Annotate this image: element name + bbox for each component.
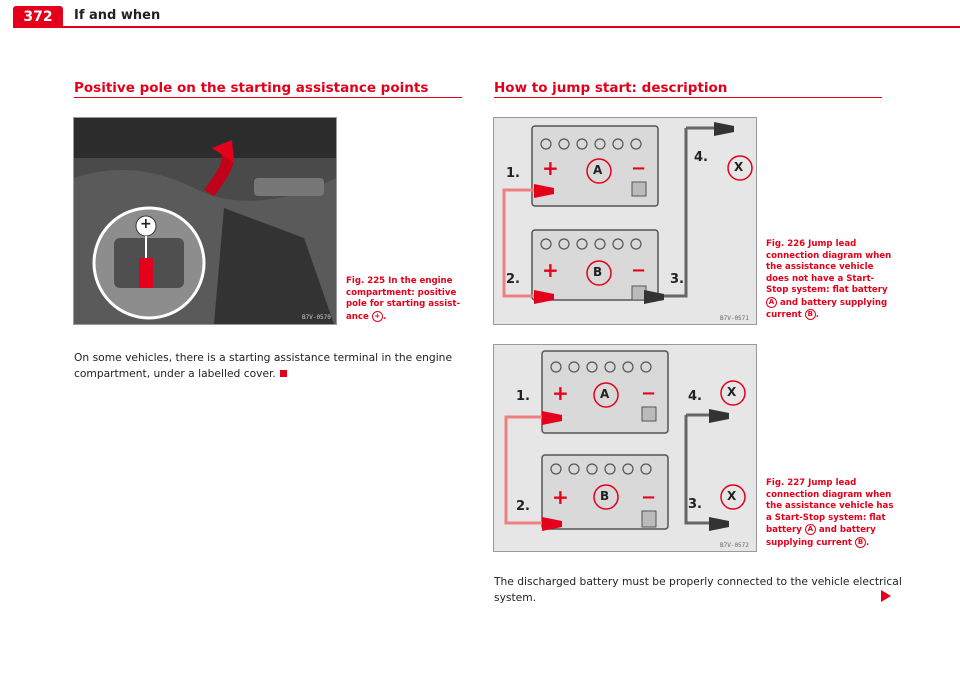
section-rule-right [494, 97, 882, 98]
caption-line: and battery supplying [777, 297, 888, 308]
right-body-paragraph: The discharged battery must be properly … [494, 574, 902, 606]
step-3-label: 3. [688, 497, 702, 512]
diagram-227-graphic [504, 350, 746, 531]
body-line: system. [494, 591, 537, 604]
plus-sign-label: + [140, 216, 152, 232]
caption-line: ance [346, 311, 369, 322]
figure-225-caption: Fig. 225 In the engine compartment: posi… [346, 276, 461, 322]
caption-line: a Start-Stop system: flat [766, 512, 886, 523]
figure-227-caption: Fig. 227 Jump lead connection diagram wh… [766, 478, 894, 548]
battery-a-badge: A [766, 296, 777, 308]
battery-a-badge: A [804, 524, 816, 535]
battery-b-label: B [600, 489, 610, 503]
caption-line: does not have a Start- [766, 273, 875, 284]
figure-code: B7V-0571 [720, 315, 749, 322]
body-line: compartment, under a labelled cover. [74, 367, 276, 380]
body-line: On some vehicles, there is a starting as… [74, 351, 453, 364]
caption-line: and battery [815, 525, 876, 535]
caption-line: Fig. 226 Jump lead [766, 239, 857, 249]
step-4-label: 4. [694, 150, 708, 165]
caption-line: connection diagram when [766, 250, 892, 261]
negative-terminal-label: − [631, 260, 647, 281]
caption-line: pole for starting assist- [346, 299, 461, 309]
figure-226-caption: Fig. 226 Jump lead connection diagram wh… [766, 239, 892, 320]
positive-terminal-label: + [552, 381, 569, 405]
positive-terminal-label: + [552, 485, 569, 509]
diagram-226-graphic [502, 122, 753, 304]
jump-lead-diagram-227: + + − − A B X X 1. 2. 3. 4. B7V-0572 [493, 344, 757, 552]
header-rule [13, 26, 960, 28]
battery-b-label: B [593, 265, 603, 279]
caption-line: compartment: positive [346, 287, 457, 298]
page-number: 372 [13, 6, 63, 28]
battery-b-badge: B [804, 309, 816, 320]
step-3-label: 3. [670, 272, 684, 287]
step-2-label: 2. [506, 272, 520, 287]
caption-line: current [766, 310, 802, 320]
caption-line: the assistance vehicle has [766, 501, 894, 511]
plus-badge: + [371, 310, 383, 322]
positive-terminal-label: + [542, 258, 559, 282]
vehicle-x-label: X [727, 385, 737, 399]
negative-terminal-label: − [631, 158, 647, 179]
battery-a-label: A [600, 387, 610, 401]
vehicle-x-label: X [727, 489, 737, 503]
step-1-label: 1. [516, 389, 530, 404]
continue-arrow-icon [881, 590, 891, 602]
caption-line: battery [766, 525, 802, 535]
section-end-marker [279, 370, 287, 377]
vehicle-x-label: X [734, 160, 744, 174]
engine-photo-illustration [74, 118, 336, 324]
step-4-label: 4. [688, 389, 702, 404]
negative-terminal-label: − [641, 383, 657, 404]
caption-line: Fig. 227 Jump lead [766, 478, 857, 488]
negative-terminal-label: − [641, 487, 657, 508]
caption-line: connection diagram when [766, 489, 892, 500]
battery-b-badge: B [855, 536, 867, 548]
left-body-paragraph: On some vehicles, there is a starting as… [74, 350, 452, 382]
section-title-jump-start: How to jump start: description [494, 80, 728, 96]
battery-a-label: A [593, 163, 603, 177]
positive-terminal-label: + [542, 156, 559, 180]
step-2-label: 2. [516, 499, 530, 514]
figure-code: B7V-0570 [302, 314, 331, 321]
figure-code: B7V-0572 [720, 542, 749, 549]
step-1-label: 1. [506, 166, 520, 181]
caption-line: supplying current [766, 537, 853, 548]
body-line: The discharged battery must be properly … [494, 575, 902, 588]
caption-line: Fig. 225 In the engine [346, 276, 453, 286]
caption-line: the assistance vehicle [766, 262, 874, 272]
caption-line: Stop system: flat battery [766, 285, 888, 295]
page-header: 372 If and when [0, 0, 960, 28]
section-title-positive-pole: Positive pole on the starting assistance… [74, 80, 429, 96]
engine-compartment-photo: + B7V-0570 [73, 117, 337, 325]
running-title: If and when [74, 8, 161, 23]
jump-lead-diagram-226: + + − − A B X 1. 2. 3. 4. B7V-0571 [493, 117, 757, 325]
section-rule-left [74, 97, 462, 98]
